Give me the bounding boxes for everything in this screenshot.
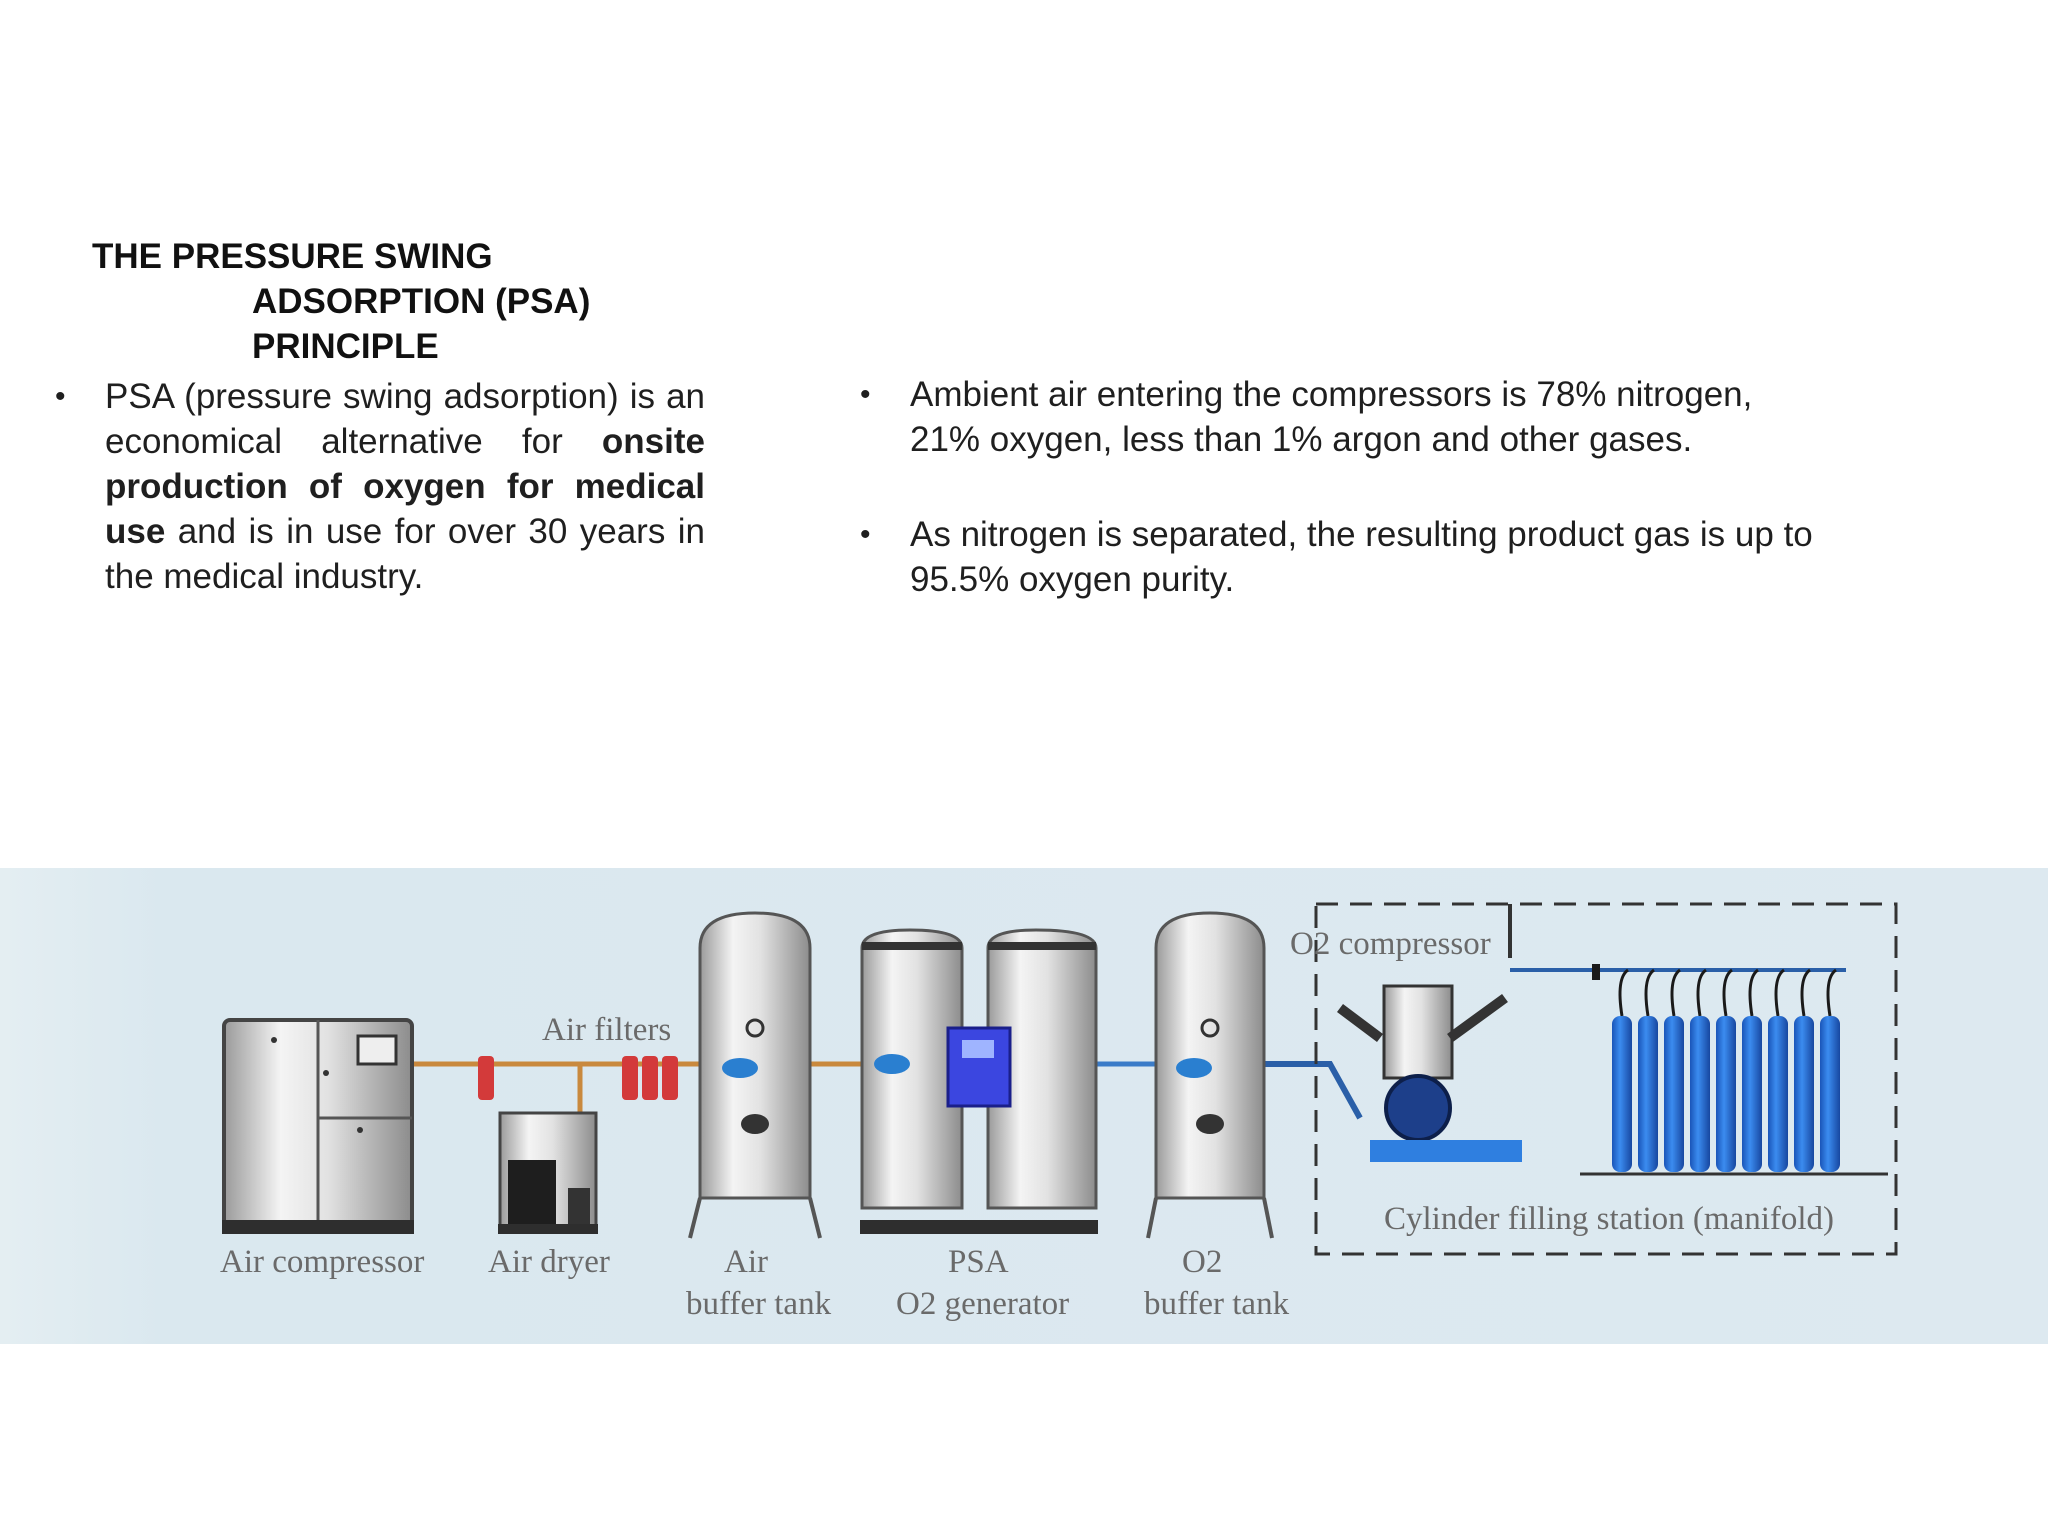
oxygen-cylinder — [1768, 1016, 1788, 1172]
cylinder-station-boundary — [1314, 902, 1898, 1256]
title-line-3: PRINCIPLE — [252, 327, 439, 366]
psa-o2-generator — [860, 928, 1098, 1234]
bullet-text: Ambient air entering the compressors is … — [910, 375, 1753, 459]
bullet-text-part2: and is in use for over 30 years in the m… — [105, 512, 705, 596]
slide-title: THE PRESSURE SWING ADSORPTION (PSA) PRIN… — [92, 234, 590, 369]
bullet-oxygen-purity: • As nitrogen is separated, the resultin… — [860, 512, 1830, 602]
label-o2-buffer-2: buffer tank — [1144, 1286, 1290, 1322]
bullet-text-2: 95.5% oxygen purity. — [910, 560, 1235, 599]
oxygen-cylinder — [1664, 1016, 1684, 1172]
bullet-dot: • — [860, 378, 871, 411]
bullet-text-bold: onsite production of oxygen for medical … — [105, 422, 705, 551]
bullet-psa-intro: • PSA (pressure swing adsorption) is an … — [55, 374, 705, 599]
label-psa-2: O2 generator — [896, 1286, 1069, 1322]
air-compressor-unit — [222, 1018, 414, 1234]
cylinder-hose — [1644, 968, 1655, 1017]
bullet-dot: • — [860, 518, 871, 551]
label-air-compressor: Air compressor — [220, 1244, 424, 1280]
bullet-text-part1: PSA (pressure swing adsorption) is an ec… — [105, 377, 705, 461]
cylinder-hose — [1618, 968, 1629, 1017]
title-line-1: THE PRESSURE SWING — [92, 237, 493, 276]
air-buffer-tank — [688, 911, 822, 1239]
o2-compressor-unit — [1337, 904, 1522, 1162]
air-filters — [478, 1056, 678, 1100]
o2-buffer-tank — [1146, 911, 1274, 1239]
title-line-2: ADSORPTION (PSA) — [252, 282, 591, 321]
label-air-dryer: Air dryer — [488, 1244, 610, 1280]
oxygen-cylinders — [1612, 968, 1840, 1172]
air-dryer-unit — [498, 1111, 598, 1234]
oxygen-cylinder — [1690, 1016, 1710, 1172]
label-psa-1: PSA — [948, 1244, 1009, 1280]
cylinder-hose — [1722, 968, 1733, 1017]
label-air-buffer-1: Air — [724, 1244, 768, 1280]
cylinder-hose — [1670, 968, 1681, 1017]
cylinder-hose — [1800, 968, 1811, 1017]
oxygen-cylinder — [1638, 1016, 1658, 1172]
bullet-ambient-air: • Ambient air entering the compressors i… — [860, 372, 1830, 462]
cylinder-hose — [1826, 968, 1837, 1017]
label-air-buffer-2: buffer tank — [686, 1286, 832, 1322]
oxygen-cylinder — [1716, 1016, 1736, 1172]
cylinder-hose — [1748, 968, 1759, 1017]
label-air-filters: Air filters — [542, 1012, 671, 1048]
bullet-dot: • — [55, 380, 66, 413]
psa-process-diagram: Air filters O2 compressor Cylinder filli… — [0, 868, 2048, 1344]
label-o2-buffer-1: O2 — [1182, 1244, 1222, 1280]
cylinder-hose — [1774, 968, 1785, 1017]
oxygen-cylinder — [1742, 1016, 1762, 1172]
oxygen-cylinder — [1794, 1016, 1814, 1172]
cylinder-hose — [1696, 968, 1707, 1017]
label-o2-compressor: O2 compressor — [1290, 926, 1491, 962]
label-cylinder-station: Cylinder filling station (manifold) — [1384, 1201, 1834, 1237]
oxygen-cylinder — [1820, 1016, 1840, 1172]
oxygen-cylinder — [1612, 1016, 1632, 1172]
bullet-text: As nitrogen is separated, the resulting … — [910, 515, 1813, 554]
